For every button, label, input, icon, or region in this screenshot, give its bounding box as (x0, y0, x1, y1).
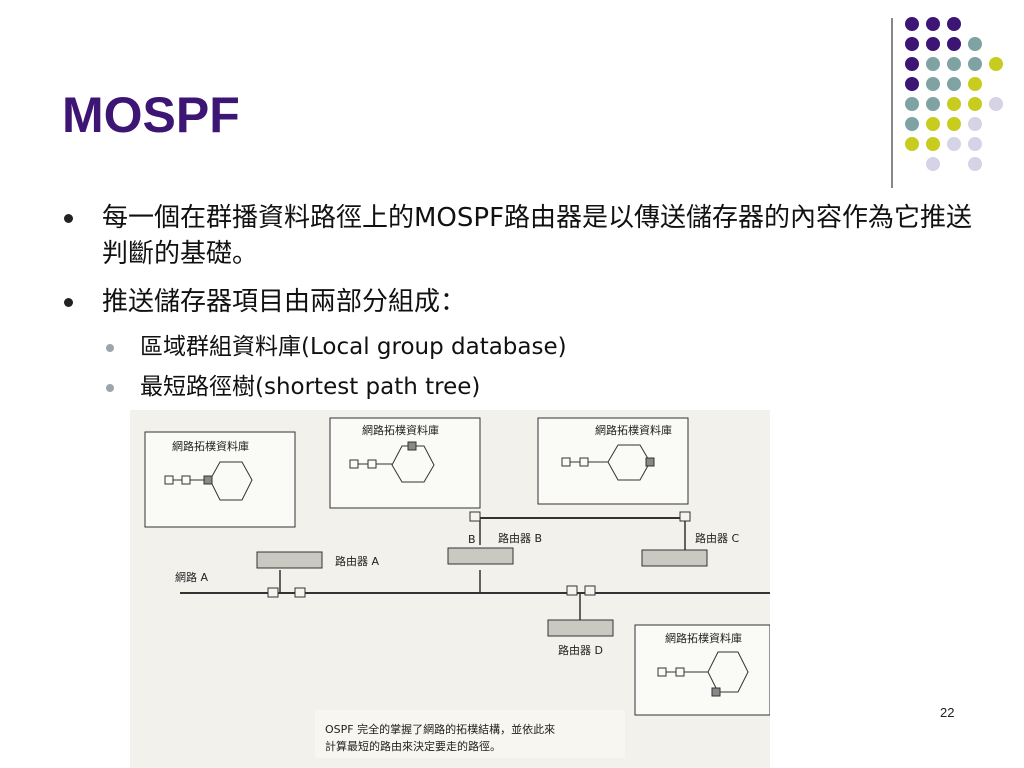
dot (947, 97, 961, 111)
dot (926, 117, 940, 131)
dot (905, 117, 919, 131)
router-c-label: 路由器 C (695, 531, 739, 545)
router-d-label: 路由器 D (558, 643, 603, 657)
sub-bullet-item: 區域群組資料庫(Local group database) (62, 332, 982, 362)
dot (905, 17, 919, 31)
topology-db-label: 網路拓樸資料庫 (172, 439, 249, 453)
dot (947, 117, 961, 131)
dot (905, 37, 919, 51)
bullet-item: 每一個在群播資料路徑上的MOSPF路由器是以傳送儲存器的內容作為它推送判斷的基礎… (62, 200, 982, 272)
topology-db-label: 網路拓樸資料庫 (595, 423, 672, 437)
dot (926, 77, 940, 91)
dot (905, 77, 919, 91)
dot (926, 97, 940, 111)
network-a-label: 網路 A (175, 570, 208, 584)
dot (926, 157, 940, 171)
dot (968, 57, 982, 71)
dot (968, 137, 982, 151)
topology-db-label: 網路拓樸資料庫 (362, 423, 439, 437)
decorative-dot-grid (905, 12, 1015, 172)
router-d: 路由器 D (547, 619, 614, 657)
slide-title: MOSPF (62, 87, 240, 143)
router-b-label: 路由器 B (498, 531, 542, 545)
page-number: 22 (940, 705, 955, 720)
router-a-label: 路由器 A (335, 554, 379, 568)
dot (968, 37, 982, 51)
dot (968, 97, 982, 111)
dot (968, 117, 982, 131)
topology-db-box-right: 網路拓樸資料庫 (537, 417, 689, 505)
dot (905, 57, 919, 71)
dot (926, 17, 940, 31)
dot (926, 37, 940, 51)
dot (947, 137, 961, 151)
dot (926, 57, 940, 71)
dot (905, 97, 919, 111)
dot (947, 37, 961, 51)
network-diagram: 網路拓樸資料庫 網路拓樸資料庫 網路拓樸資料庫 (130, 410, 770, 768)
dot (947, 57, 961, 71)
dot (926, 137, 940, 151)
dot (968, 77, 982, 91)
figure-caption-line2: 計算最短的路由來決定要走的路徑。 (325, 739, 501, 753)
router-c: 路由器 C (641, 531, 739, 567)
dot (905, 137, 919, 151)
title-divider-line (891, 18, 893, 188)
topology-db-box-middle: 網路拓樸資料庫 (329, 417, 481, 509)
topology-db-box-bottom: 網路拓樸資料庫 (634, 624, 770, 716)
dot (947, 17, 961, 31)
topology-db-box-left: 網路拓樸資料庫 (144, 431, 296, 528)
dot (968, 157, 982, 171)
figure-caption-line1: OSPF 完全的掌握了網路的拓樸結構，並依此來 (325, 722, 555, 736)
router-a: 路由器 A (256, 551, 379, 569)
mospf-network-figure: 網路拓樸資料庫 網路拓樸資料庫 網路拓樸資料庫 (130, 410, 770, 768)
sub-bullet-item: 最短路徑樹(shortest path tree) (62, 372, 982, 402)
dot (989, 97, 1003, 111)
topology-db-label: 網路拓樸資料庫 (665, 631, 742, 645)
router-b: B 路由器 B (447, 531, 542, 565)
dot (989, 57, 1003, 71)
bullet-item: 推送儲存器項目由兩部分組成： (62, 284, 982, 320)
dot (947, 77, 961, 91)
router-b-short-label: B (468, 533, 476, 546)
bullet-list: 每一個在群播資料路徑上的MOSPF路由器是以傳送儲存器的內容作為它推送判斷的基礎… (62, 200, 982, 412)
